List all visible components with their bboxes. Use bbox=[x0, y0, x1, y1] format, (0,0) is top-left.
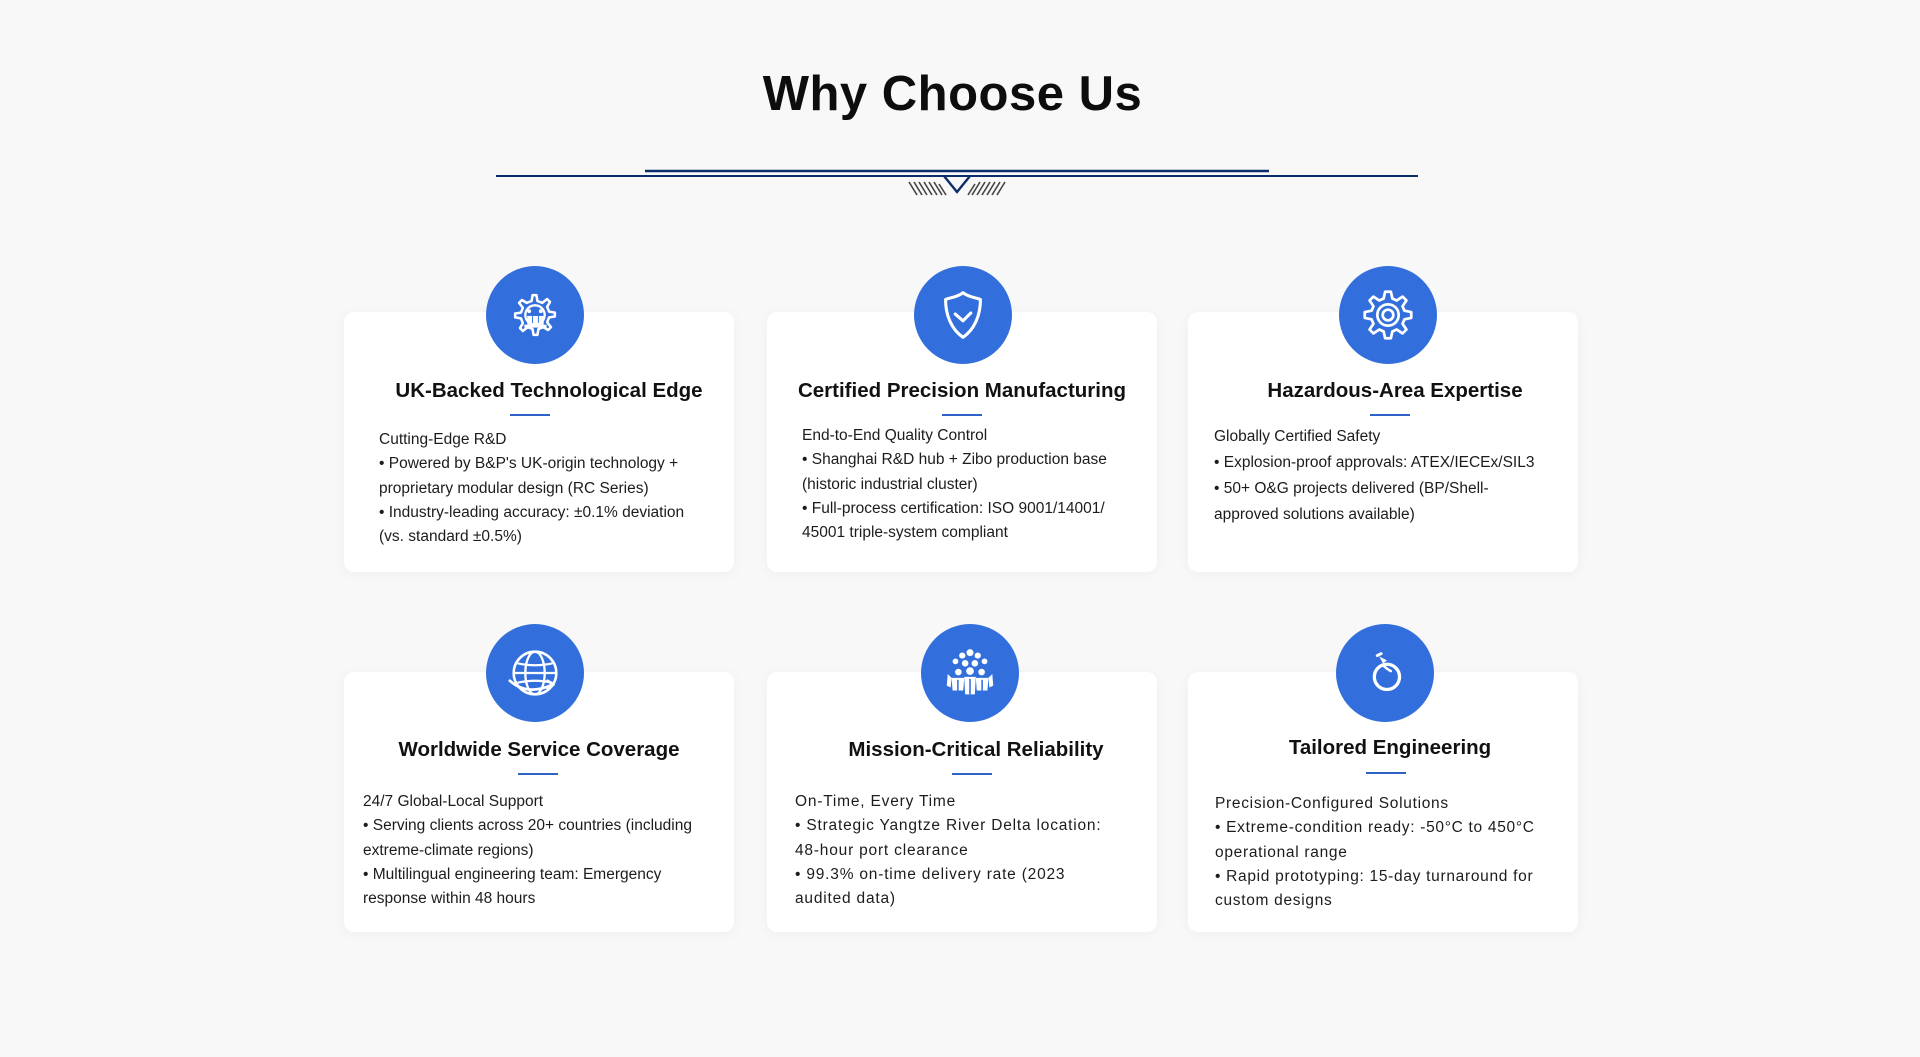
card-bullet-line: 48-hour port clearance bbox=[795, 841, 969, 859]
card-subtitle: Precision-Configured Solutions bbox=[1215, 795, 1449, 812]
card-bullet-line: • 99.3% on-time delivery rate (2023 bbox=[795, 865, 1066, 883]
feature-card-precision-manufacturing: Certified Precision Manufacturing End-to… bbox=[767, 266, 1157, 572]
feature-card-hazardous-area: Hazardous-Area Expertise Globally Certif… bbox=[1188, 266, 1578, 572]
card-subtitle: On-Time, Every Time bbox=[795, 793, 957, 810]
card-title: UK-Backed Technological Edge bbox=[395, 379, 703, 402]
card-bullet-line: • 50+ O&G projects delivered (BP/Shell- bbox=[1214, 480, 1489, 497]
card-bullet-line: • Shanghai R&D hub + Zibo production bas… bbox=[802, 451, 1107, 469]
title-underline bbox=[1370, 414, 1410, 416]
feature-card-tailored-engineering: Tailored Engineering Precision-Configure… bbox=[1188, 624, 1578, 932]
card-body: Globally Certified Safety • Explosion-pr… bbox=[1214, 424, 1534, 528]
globe-icon bbox=[508, 650, 558, 696]
card-body: 24/7 Global-Local Support • Serving clie… bbox=[363, 790, 692, 911]
card-body: End-to-End Quality Control • Shanghai R&… bbox=[802, 424, 1107, 545]
card-icon-circle bbox=[1336, 624, 1434, 722]
card-bullet-line: • Full-process certification: ISO 9001/1… bbox=[802, 499, 1105, 517]
card-body: On-Time, Every Time • Strategic Yangtze … bbox=[795, 790, 1101, 911]
feature-card-uk-technology: UK-Backed Technological Edge Cutting-Edg… bbox=[344, 266, 734, 572]
title-underline bbox=[952, 773, 992, 775]
card-icon-circle bbox=[921, 624, 1019, 722]
title-underline bbox=[518, 773, 558, 775]
card-title: Certified Precision Manufacturing bbox=[797, 379, 1127, 402]
card-icon-circle bbox=[1339, 266, 1437, 364]
card-subtitle: 24/7 Global-Local Support bbox=[363, 793, 544, 810]
card-bullet-line: approved solutions available) bbox=[1214, 506, 1415, 523]
gear-circuit-icon bbox=[513, 293, 557, 337]
title-underline bbox=[942, 414, 982, 416]
team-icon bbox=[946, 649, 994, 695]
card-bullet-line: • Explosion-proof approvals: ATEX/IECEx/… bbox=[1214, 454, 1535, 471]
page-title: Why Choose Us bbox=[762, 67, 1143, 121]
feature-card-reliability: Mission-Critical Reliability On-Time, Ev… bbox=[767, 624, 1157, 932]
card-subtitle: End-to-End Quality Control bbox=[802, 427, 988, 444]
card-bullet-line: (vs. standard ±0.5%) bbox=[379, 528, 522, 546]
card-title: Hazardous-Area Expertise bbox=[1267, 379, 1523, 402]
card-bullet-line: operational range bbox=[1215, 843, 1348, 861]
card-body: Precision-Configured Solutions • Extreme… bbox=[1215, 792, 1535, 913]
ring-icon bbox=[1372, 652, 1402, 692]
card-subtitle: Cutting-Edge R&D bbox=[379, 431, 507, 448]
feature-card-worldwide-service: Worldwide Service Coverage 24/7 Global-L… bbox=[344, 624, 734, 932]
card-bullet-line: • Powered by B&P's UK-origin technology … bbox=[379, 455, 679, 473]
card-icon-circle bbox=[914, 266, 1012, 364]
card-bullet-line: • Strategic Yangtze River Delta location… bbox=[795, 817, 1102, 835]
card-icon-circle bbox=[486, 624, 584, 722]
card-bullet-line: audited data) bbox=[795, 890, 896, 908]
card-bullet-line: • Rapid prototyping: 15-day turnaround f… bbox=[1215, 867, 1534, 885]
card-bullet-line: 45001 triple-system compliant bbox=[802, 524, 1008, 542]
card-title: Worldwide Service Coverage bbox=[398, 738, 680, 761]
card-bullet-line: • Industry-leading accuracy: ±0.1% devia… bbox=[379, 503, 685, 521]
card-bullet-line: • Serving clients across 20+ countries (… bbox=[363, 817, 692, 835]
card-icon-circle bbox=[486, 266, 584, 364]
card-subtitle: Globally Certified Safety bbox=[1214, 428, 1381, 445]
card-bullet-line: proprietary modular design (RC Series) bbox=[379, 479, 649, 497]
card-title: Tailored Engineering bbox=[1288, 736, 1492, 759]
title-underline bbox=[510, 414, 550, 416]
card-bullet-line: (historic industrial cluster) bbox=[802, 475, 978, 493]
card-bullet-line: custom designs bbox=[1215, 892, 1333, 910]
gear-icon bbox=[1363, 290, 1413, 340]
card-bullet-line: • Multilingual engineering team: Emergen… bbox=[363, 865, 662, 883]
card-bullet-line: response within 48 hours bbox=[363, 890, 536, 908]
shield-check-icon bbox=[944, 291, 982, 339]
title-divider bbox=[496, 169, 1418, 196]
card-title: Mission-Critical Reliability bbox=[848, 738, 1104, 761]
title-underline bbox=[1366, 772, 1406, 774]
card-body: Cutting-Edge R&D • Powered by B&P's UK-o… bbox=[379, 428, 684, 549]
card-bullet-line: extreme-climate regions) bbox=[363, 841, 534, 859]
card-bullet-line: • Extreme-condition ready: -50°C to 450°… bbox=[1215, 819, 1535, 837]
